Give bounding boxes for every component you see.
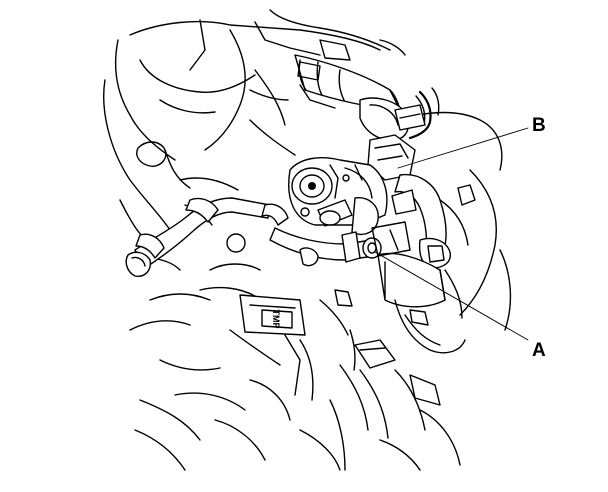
lower-hose-a [269,227,382,267]
leader-line-a [374,251,529,341]
right-hose-b [391,173,451,269]
lower-left-components: TMP [129,233,314,471]
left-hose [125,197,289,277]
upper-cylinder [294,39,410,141]
leader-line-b [397,127,529,169]
lower-right-components [299,289,461,471]
callout-label-a: A [532,340,546,361]
lower-bracket [371,221,466,354]
valve-body [288,157,388,236]
callout-leaders [374,127,529,341]
callout-label-b: B [532,115,546,136]
part-tag-text: TMP [271,310,281,329]
wiring-harness [367,87,440,181]
